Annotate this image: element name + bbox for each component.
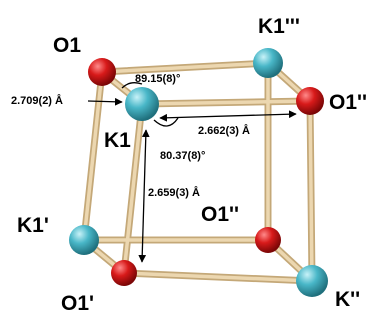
atom-k1-triple-prime	[253, 48, 283, 78]
atom-o1	[88, 58, 116, 86]
label-k1-prime: K1'	[17, 214, 49, 237]
label-angle-8037: 80.37(8)°	[160, 150, 205, 162]
atom-o1-double-prime	[296, 87, 324, 115]
label-k1: K1	[104, 129, 131, 152]
label-dist-2662: 2.662(3) Å	[198, 124, 250, 137]
atom-labels: O1 K1''' O1'' K1 K1' O1'' O1' K''	[17, 15, 367, 315]
atom-o1-prime	[111, 260, 137, 286]
atoms	[69, 48, 328, 297]
measurement-labels: 2.709(2) Å 89.15(8)° 2.662(3) Å 80.37(8)…	[11, 73, 250, 199]
atom-o1-double-prime-inner	[255, 227, 281, 253]
arc-angle-89	[121, 82, 143, 89]
label-o1-double-prime-inner: O1''	[201, 203, 239, 226]
arc-angle-80	[153, 117, 179, 127]
label-dist-2659: 2.659(3) Å	[148, 186, 200, 199]
measurement-arrows	[87, 82, 297, 263]
atom-k1-prime	[69, 225, 99, 255]
label-o1-prime: O1'	[61, 292, 94, 315]
label-k1-triple-prime: K1'''	[258, 15, 300, 38]
arrow-k1-o1dp	[159, 110, 297, 122]
atom-k-double-prime	[296, 265, 328, 297]
label-k-double-prime: K''	[335, 288, 360, 311]
label-angle-8915: 89.15(8)°	[135, 73, 180, 85]
arrow-k1-o1	[87, 97, 123, 106]
label-o1-double-prime-right: O1''	[329, 91, 367, 114]
label-o1: O1	[53, 34, 81, 57]
arrow-k1-o1prime	[138, 129, 150, 263]
label-dist-2709: 2.709(2) Å	[11, 94, 63, 107]
atom-k1	[125, 87, 159, 121]
